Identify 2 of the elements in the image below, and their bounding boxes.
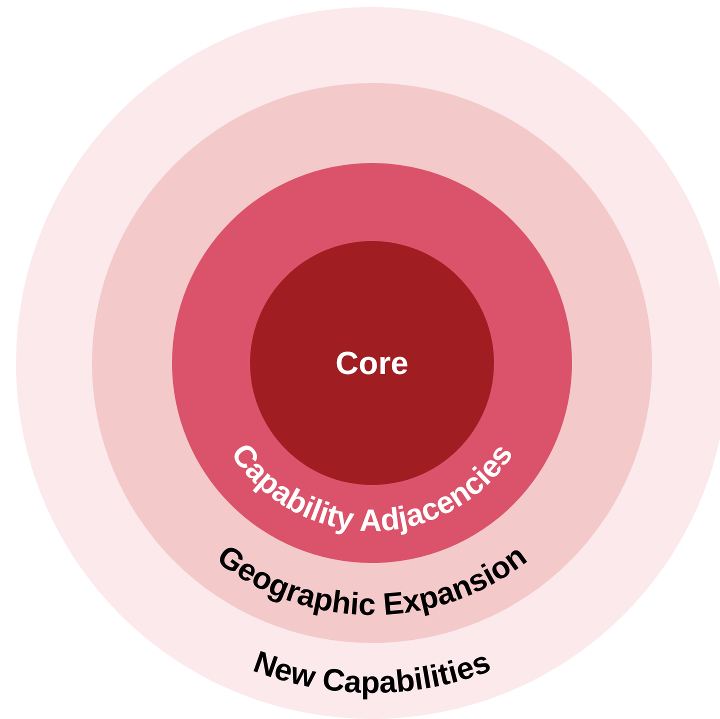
core-label: Core bbox=[336, 345, 408, 382]
ring-label: New Capabilities bbox=[249, 644, 495, 700]
